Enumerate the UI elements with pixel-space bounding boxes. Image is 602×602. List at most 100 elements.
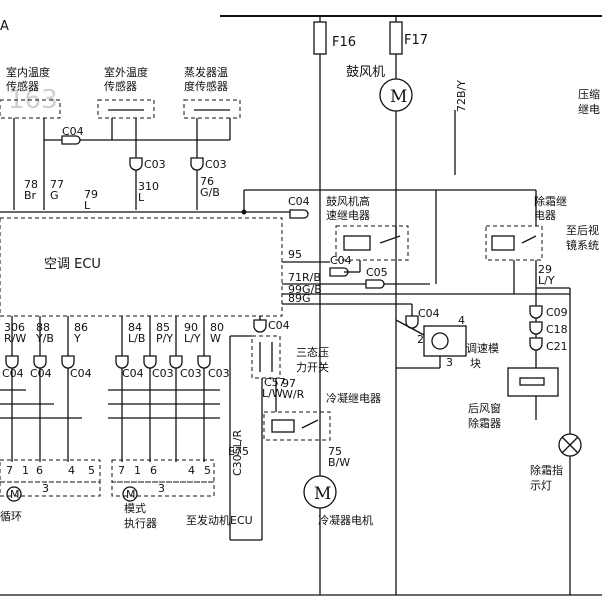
svg-text:1: 1 [134,464,141,477]
svg-text:5: 5 [204,464,211,477]
svg-text:7: 7 [118,464,125,477]
defrost-indicator-lamp: 除霜指 示灯 [530,433,582,492]
svg-text:镜系统: 镜系统 [566,238,599,252]
svg-text:C03: C03 [152,367,174,380]
svg-text:C04: C04 [70,367,92,380]
svg-text:传感器: 传感器 [104,80,137,93]
svg-text:M: M [390,87,407,107]
svg-text:除霜指: 除霜指 [530,463,563,477]
power-bus [220,15,602,595]
svg-text:示灯: 示灯 [530,479,552,492]
svg-text:C03: C03 [180,367,202,380]
ac-ecu: 空调 ECU [0,217,283,317]
svg-text:冷凝继电器: 冷凝继电器 [326,391,381,405]
svg-text:310: 310 [138,180,159,193]
svg-text:至发动机ECU: 至发动机ECU [186,513,253,527]
svg-text:鼓风机: 鼓风机 [346,65,385,80]
svg-text:Y: Y [73,332,81,345]
wire-72: 72B/Y [455,80,468,112]
svg-text:模式: 模式 [124,502,146,515]
defroster-connectors: C09 C18 C21 [529,305,568,353]
connector-c04-blower: C04 [288,195,310,208]
svg-text:C18: C18 [546,323,568,336]
svg-text:95: 95 [288,248,302,261]
svg-text:C21: C21 [546,340,568,353]
svg-text:继电: 继电 [578,103,600,116]
svg-text:C04: C04 [268,319,290,332]
svg-text:调速模: 调速模 [466,342,499,355]
mode-actuator: 7 1 6 4 5 M 3 模式 执行器 [111,459,215,530]
svg-text:三态压: 三态压 [296,346,329,359]
svg-text:度传感器: 度传感器 [184,79,228,93]
svg-text:2: 2 [417,333,424,346]
svg-text:75: 75 [328,445,342,458]
recirc-actuator: 7 1 6 4 5 M 3 循环 [0,459,101,523]
svg-text:4: 4 [188,464,195,477]
ecu-output-wires: 95 C04 71R/B C05 99G/B 89G [282,190,570,305]
svg-text:86: 86 [74,321,88,334]
svg-text:力开关: 力开关 [296,360,329,374]
evaporator-temp-sensor: 蒸发器温 度传感器 [183,65,241,158]
svg-text:M: M [126,488,136,501]
svg-text:C03: C03 [208,367,230,380]
svg-text:79: 79 [84,188,98,201]
svg-text:306: 306 [4,321,25,334]
svg-text:C05: C05 [366,266,388,279]
svg-text:C04: C04 [122,367,144,380]
svg-text:C04: C04 [330,254,352,267]
svg-text:传感器: 传感器 [6,80,39,93]
svg-text:G: G [50,189,59,202]
svg-text:C04: C04 [30,367,52,380]
fuse-f16: F16 [313,21,356,55]
blower-high-relay: C04 鼓风机高 速继电器 [288,194,409,261]
svg-text:蒸发器温: 蒸发器温 [184,65,228,79]
blower-motor: 鼓风机 M 72B/Y [346,65,468,320]
connector-c03-a: C03 [144,158,166,171]
ecu-bottom-pins: 306 R/W 88 Y/B 86 Y 84 L/B 85 P/Y 90 L/Y… [0,316,230,462]
svg-text:G/B: G/B [200,186,220,199]
svg-text:29: 29 [538,263,552,276]
svg-text:89G: 89G [288,292,311,305]
svg-text:L/Y: L/Y [184,332,201,345]
engine-ecu-link: C305L/R E75 至发动机ECU [186,335,262,541]
svg-text:L: L [138,191,145,204]
svg-text:6: 6 [150,464,157,477]
svg-text:Br: Br [24,189,37,202]
svg-text:E75: E75 [228,445,249,458]
connector-c04: C04 [62,125,84,138]
svg-text:C305L/R: C305L/R [231,429,244,476]
svg-text:C04: C04 [418,307,440,320]
svg-text:Y/B: Y/B [35,332,54,345]
svg-text:90: 90 [184,321,198,334]
svg-text:80: 80 [210,321,224,334]
svg-text:除霜器: 除霜器 [468,416,501,430]
svg-text:执行器: 执行器 [124,516,157,530]
svg-text:F16: F16 [332,35,356,50]
svg-text:4: 4 [68,464,75,477]
svg-text:L/W: L/W [262,387,283,400]
svg-text:3: 3 [446,356,453,369]
svg-text:块: 块 [470,357,481,370]
svg-text:冷凝器电机: 冷凝器电机 [318,513,373,527]
svg-text:6: 6 [36,464,43,477]
svg-text:78: 78 [24,178,38,191]
svg-text:B/W: B/W [328,456,350,469]
condenser-relay: 冷凝继电器 75 B/W [263,391,381,469]
svg-text:L/Y: L/Y [538,274,555,287]
svg-text:7: 7 [6,464,13,477]
svg-text:室外温度: 室外温度 [104,65,148,79]
corner-letter: A [0,19,9,34]
sensor-harness: C04 C03 C03 78 Br 77 G 79 L 310 L 76 G/B [0,125,536,215]
svg-text:W: W [210,332,221,345]
svg-text:R/W: R/W [4,332,26,345]
svg-text:至后视: 至后视 [566,223,599,237]
defrost-relay: 除霜继 电器 29 L/Y 至后视 镜系统 压缩 继电 [485,88,600,595]
condenser-fan-motor: M 冷凝器电机 [303,475,373,527]
svg-text:后风窗: 后风窗 [468,401,501,415]
svg-text:97: 97 [282,377,296,390]
svg-text:3: 3 [158,482,165,495]
svg-text:压缩: 压缩 [578,88,600,101]
svg-text:84: 84 [128,321,142,334]
